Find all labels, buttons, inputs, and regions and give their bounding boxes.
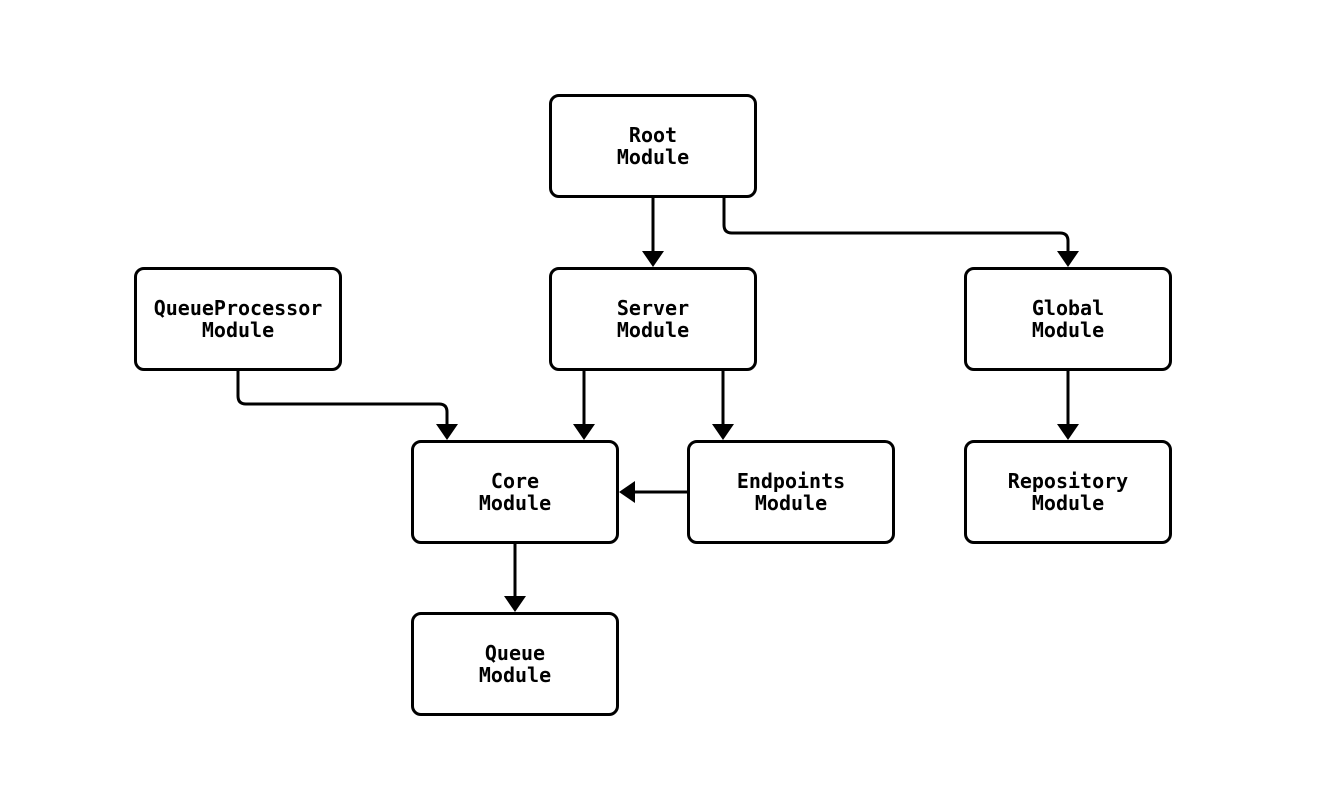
arrowhead-left-icon bbox=[619, 481, 635, 503]
arrowhead-down-icon bbox=[642, 251, 664, 267]
node-repository-module: Repository Module bbox=[964, 440, 1172, 544]
node-root-module-label: Root Module bbox=[616, 122, 690, 169]
arrowhead-down-icon bbox=[712, 424, 734, 440]
edge-global-to-repository bbox=[1057, 371, 1079, 440]
node-core-module: Core Module bbox=[411, 440, 619, 544]
node-server-module-label: Server Module bbox=[616, 295, 690, 342]
arrowhead-down-icon bbox=[436, 424, 458, 440]
node-global-module: Global Module bbox=[964, 267, 1172, 371]
arrowhead-down-icon bbox=[1057, 251, 1079, 267]
node-endpoints-module-label: Endpoints Module bbox=[736, 468, 846, 515]
node-server-module: Server Module bbox=[549, 267, 757, 371]
edge-endpoints-to-core bbox=[619, 481, 687, 503]
node-queueprocessor-module: QueueProcessor Module bbox=[134, 267, 342, 371]
arrowhead-down-icon bbox=[1057, 424, 1079, 440]
edge-line bbox=[722, 198, 1070, 265]
edge-server-to-core bbox=[573, 371, 595, 440]
node-repository-module-label: Repository Module bbox=[1007, 468, 1129, 515]
arrowhead-down-icon bbox=[504, 596, 526, 612]
node-endpoints-module: Endpoints Module bbox=[687, 440, 895, 544]
edge-core-to-queue bbox=[504, 544, 526, 612]
arrowhead-down-icon bbox=[573, 424, 595, 440]
edge-queueprocessor-to-core bbox=[236, 371, 458, 440]
node-root-module: Root Module bbox=[549, 94, 757, 198]
edge-root-to-server bbox=[642, 198, 664, 267]
node-queueprocessor-module-label: QueueProcessor Module bbox=[153, 295, 323, 342]
node-global-module-label: Global Module bbox=[1031, 295, 1105, 342]
edge-root-to-global bbox=[722, 198, 1079, 267]
node-core-module-label: Core Module bbox=[478, 468, 552, 515]
edge-line bbox=[236, 371, 449, 438]
node-queue-module-label: Queue Module bbox=[478, 640, 552, 687]
edge-server-to-endpoints bbox=[712, 371, 734, 440]
node-queue-module: Queue Module bbox=[411, 612, 619, 716]
